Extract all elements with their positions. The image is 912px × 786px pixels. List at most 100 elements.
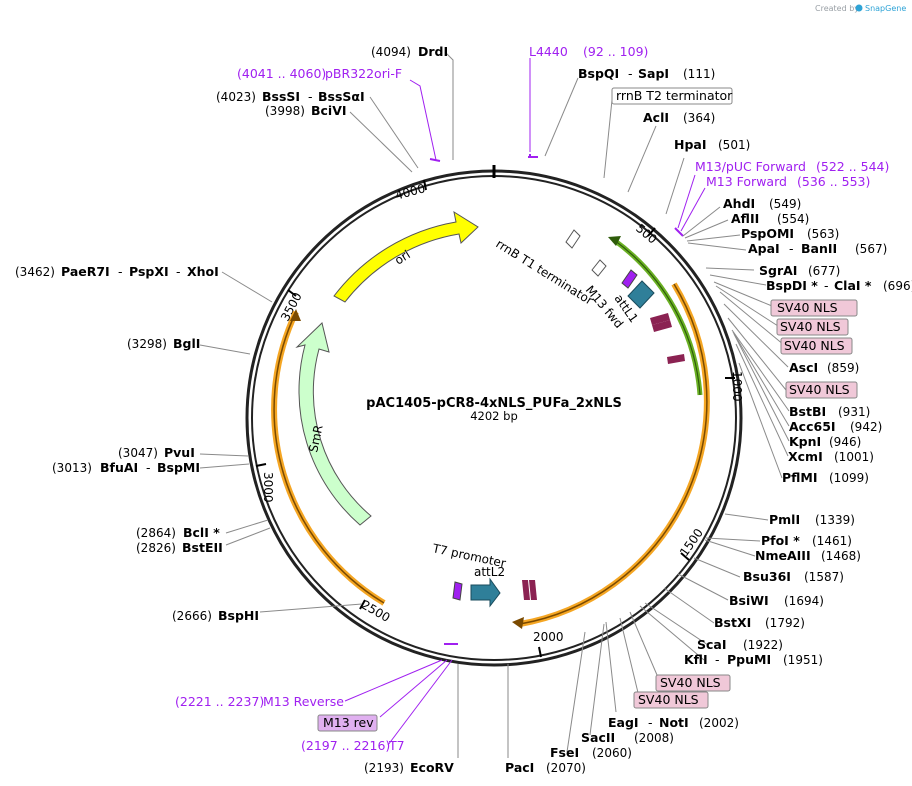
primer-m13-reverse[interactable]: (2221 .. 2237) M13 Reverse: [175, 694, 344, 709]
smr-label: SmR: [306, 424, 325, 454]
site-bspqi-sapi[interactable]: BspQI - SapI (111): [578, 66, 715, 81]
sv40-nls-box-3[interactable]: SV40 NLS: [780, 337, 853, 355]
tick-3000: 3000: [255, 463, 275, 503]
attl1-arrow: [627, 280, 655, 309]
primer-leader-lines: [344, 58, 706, 746]
site-paci[interactable]: PacI (2070): [505, 760, 586, 775]
site-sacii[interactable]: SacII (2008): [581, 730, 674, 745]
site-acc65i[interactable]: Acc65I (942): [789, 419, 882, 434]
svg-text:(2060): (2060): [592, 746, 632, 760]
svg-text:BstXI: BstXI: [714, 615, 751, 630]
tick-4000: 4000: [394, 179, 427, 203]
svg-text:Acc65I: Acc65I: [789, 419, 836, 434]
primer-m13-puc-forward[interactable]: M13/pUC Forward (522 .. 544): [695, 159, 889, 174]
site-drdi[interactable]: (4094) DrdI: [371, 44, 448, 59]
m13-rev-box[interactable]: M13 rev: [317, 714, 378, 732]
plasmid-name: pAC1405-pCR8-4xNLS_PUFa_2xNLS: [366, 396, 622, 411]
svg-text:(536 .. 553): (536 .. 553): [797, 174, 870, 189]
svg-text:SV40 NLS: SV40 NLS: [777, 300, 838, 315]
site-eagi-noti[interactable]: EagI - NotI (2002): [608, 715, 739, 730]
site-nmeaiii[interactable]: NmeAIII (1468): [755, 548, 861, 563]
site-ecorv[interactable]: (2193) EcoRV: [364, 760, 454, 775]
site-kpni[interactable]: KpnI (946): [789, 434, 861, 449]
site-bcli[interactable]: (2864) BclI *: [136, 525, 220, 540]
svg-text:-: -: [628, 66, 633, 81]
svg-text:ApaI: ApaI: [748, 241, 780, 256]
svg-text:AflII: AflII: [731, 211, 759, 226]
site-bsphi[interactable]: (2666) BspHI: [172, 608, 259, 623]
svg-text:PpuMI: PpuMI: [727, 652, 771, 667]
svg-text:(2070): (2070): [546, 761, 586, 775]
site-bstbi[interactable]: BstBI (931): [789, 404, 870, 419]
sv40-nls-box-4[interactable]: SV40 NLS: [785, 381, 858, 399]
svg-text:PspOMI: PspOMI: [741, 226, 794, 241]
site-apai-banii[interactable]: ApaI - BanII (567): [748, 241, 887, 256]
svg-text:PflMI: PflMI: [782, 470, 818, 485]
sv40-nls-box-5[interactable]: SV40 NLS: [655, 674, 731, 692]
svg-text:EagI: EagI: [608, 715, 639, 730]
primer-l4440[interactable]: L4440 (92 .. 109): [529, 44, 648, 59]
svg-text:SV40 NLS: SV40 NLS: [780, 319, 841, 334]
ori-arrow: [333, 210, 479, 303]
site-hpai[interactable]: HpaI (501): [674, 137, 750, 152]
svg-text:SV40 NLS: SV40 NLS: [784, 338, 845, 353]
site-bsteii[interactable]: (2826) BstEII: [136, 540, 223, 555]
svg-text:SapI: SapI: [638, 66, 669, 81]
sv40-nls-box-6[interactable]: SV40 NLS: [633, 691, 709, 709]
site-pspomi[interactable]: PspOMI (563): [741, 226, 839, 241]
svg-text:(1792): (1792): [765, 616, 805, 630]
site-pmli[interactable]: PmlI (1339): [769, 512, 855, 527]
svg-text:pBR322ori-F: pBR322ori-F: [325, 66, 402, 81]
svg-text:PvuI: PvuI: [164, 445, 195, 460]
svg-text:PfoI *: PfoI *: [761, 533, 800, 548]
svg-text:(942): (942): [850, 420, 882, 434]
primer-pbr322ori-f[interactable]: (4041 .. 4060) pBR322ori-F: [237, 66, 402, 81]
svg-text:BspDI *: BspDI *: [766, 278, 818, 293]
site-fsei[interactable]: FseI (2060): [550, 745, 632, 760]
site-kfli-ppumi[interactable]: KflI - PpuMI (1951): [684, 652, 823, 667]
ori-feature: ori: [333, 210, 479, 303]
site-aflii[interactable]: AflII (554): [731, 211, 809, 226]
svg-text:KflI: KflI: [684, 652, 708, 667]
svg-text:(4023): (4023): [216, 90, 256, 104]
site-paer7i-pspxi-xhoi[interactable]: (3462) PaeR7I - PspXI - XhoI: [15, 264, 219, 279]
site-bstxi[interactable]: BstXI (1792): [714, 615, 805, 630]
primer-t7[interactable]: (2197 .. 2216) T7: [301, 738, 405, 753]
site-scai[interactable]: ScaI (1922): [697, 637, 783, 652]
site-bgli[interactable]: (3298) BglI: [127, 336, 200, 351]
svg-text:BssSαI: BssSαI: [318, 89, 365, 104]
site-xcmi[interactable]: XcmI (1001): [788, 449, 874, 464]
site-pfoi[interactable]: PfoI * (1461): [761, 533, 852, 548]
svg-text:(1461): (1461): [812, 534, 852, 548]
svg-text:(2864): (2864): [136, 526, 176, 540]
rrnb-t2-box[interactable]: rrnB T2 terminator: [611, 87, 733, 105]
svg-text:(92 .. 109): (92 .. 109): [583, 44, 648, 59]
svg-text:(554): (554): [777, 212, 809, 226]
site-bsu36i[interactable]: Bsu36I (1587): [743, 569, 844, 584]
primer-m13-forward[interactable]: M13 Forward (536 .. 553): [706, 174, 870, 189]
svg-text:AclI: AclI: [643, 110, 669, 125]
site-pvui[interactable]: (3047) PvuI: [118, 445, 195, 460]
site-acli[interactable]: AclI (364): [643, 110, 715, 125]
svg-text:L4440: L4440: [529, 44, 568, 59]
svg-text:(4094): (4094): [371, 45, 411, 59]
sv40-nls-box-1[interactable]: SV40 NLS: [770, 299, 858, 317]
site-ahdi[interactable]: AhdI (549): [723, 196, 801, 211]
svg-text:(931): (931): [838, 405, 870, 419]
sv40-nls-box-2[interactable]: SV40 NLS: [776, 318, 849, 336]
svg-text:M13 Reverse: M13 Reverse: [263, 694, 344, 709]
snapgene-logo-icon: [855, 4, 863, 12]
site-bfuai-bspmi[interactable]: (3013) BfuAI - BspMI: [52, 460, 200, 475]
site-asci[interactable]: AscI (859): [789, 360, 859, 375]
site-bsssi-bsssai[interactable]: (4023) BssSI - BssSαI: [216, 89, 365, 104]
watermark-text: Created by: [815, 4, 859, 13]
site-pflmi[interactable]: PflMI (1099): [782, 470, 869, 485]
svg-text:FseI: FseI: [550, 745, 579, 760]
svg-text:-: -: [118, 264, 123, 279]
site-bspdi-clai[interactable]: BspDI * - ClaI * (696): [766, 278, 912, 293]
svg-text:(946): (946): [829, 435, 861, 449]
site-sgrai[interactable]: SgrAI (677): [759, 263, 840, 278]
site-bsiwi[interactable]: BsiWI (1694): [729, 593, 824, 608]
site-bcivi[interactable]: (3998) BciVI: [265, 103, 347, 118]
t7-promoter-marker: [452, 581, 463, 601]
